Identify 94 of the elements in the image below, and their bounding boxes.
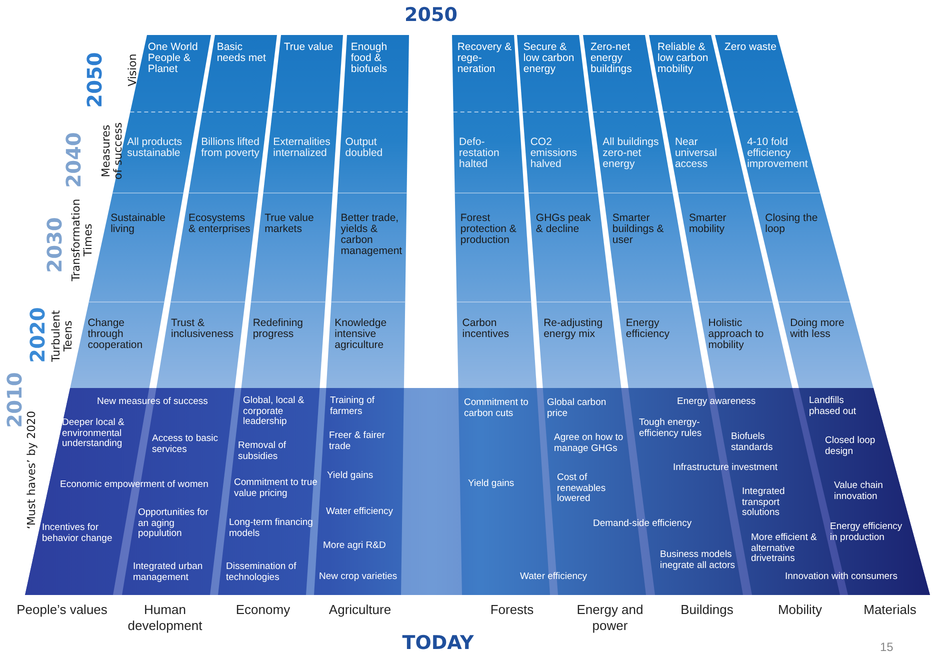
row-label: Vision	[127, 52, 139, 88]
must-have-text: Cost of renewables lowered	[557, 473, 607, 505]
category-label: Buildings	[680, 602, 734, 618]
cell-text: Redefining progress	[252, 318, 320, 340]
cell-text: Near universal access	[674, 137, 734, 170]
cell-text: All buildings zero-net energy	[602, 137, 662, 170]
year-label: 2020	[28, 307, 48, 363]
must-have-text: Business models inegrate all actors	[660, 550, 736, 572]
must-have-text: Integrated transport solutions	[742, 487, 786, 519]
cell-text: Enough food & biofuels	[350, 42, 406, 76]
cell-text: 4-10 fold efficiency improvement	[747, 137, 806, 170]
cell-text: Better trade, yields & carbon management	[340, 213, 404, 258]
must-have-text: Integrated urban management	[133, 562, 204, 584]
cell-text: Carbon incentives	[462, 318, 530, 340]
must-have-text: Freer & fairer trade	[329, 431, 386, 452]
year-label: 2030	[44, 217, 66, 273]
must-have-text: Training of farmers	[330, 396, 376, 418]
today-label: TODAY	[401, 632, 475, 654]
must-have-text: Agree on how to manage GHGs	[554, 433, 624, 454]
category-label: Forests	[489, 602, 535, 618]
must-have-text: Tough energy-efficiency rules	[639, 418, 703, 440]
cell-text: Zero waste	[724, 42, 780, 54]
year-label: 2050	[84, 52, 106, 108]
must-have-text: Commitment to true value pricing	[234, 478, 318, 500]
cell-text: True value markets	[264, 213, 328, 236]
cell-text: Trust & inclusiveness	[171, 318, 239, 340]
category-label: Economy	[234, 602, 292, 618]
row-label: Transformation Times	[70, 198, 94, 284]
category-label: Human development	[126, 602, 204, 634]
must-have-text: Incentives for behavior change	[42, 523, 114, 544]
must-have-text: Yield gains	[327, 471, 374, 482]
year-label: 2040	[64, 132, 84, 188]
must-have-text: Demand-side efficiency	[593, 519, 693, 530]
must-have-text: Closed loop design	[825, 436, 876, 458]
must-have-text: Water efficiency	[520, 572, 588, 583]
cell-text: GHGs peak & decline	[536, 213, 599, 236]
cell-text: Sustainable living	[110, 213, 175, 236]
cell-text: Reliable & low carbon mobility	[657, 42, 712, 76]
category-label: Materials	[862, 602, 918, 618]
must-have-text: New crop varieties	[319, 572, 398, 583]
cell-text: Doing more with less	[790, 318, 855, 340]
must-have-text: Energy efficiency in production	[830, 522, 904, 544]
cell-text: One World People & Planet	[148, 42, 205, 76]
cell-text: Knowledge intensive agriculture	[334, 318, 402, 352]
must-have-text: Long-term financing models	[229, 518, 314, 540]
cell-text: Change through cooperation	[88, 318, 156, 352]
must-have-text: Removal of subsidies	[238, 441, 288, 462]
cell-text: Output doubled	[345, 137, 404, 160]
cell-text: Re-adjusting energy mix	[544, 318, 612, 340]
cell-text: True value	[284, 42, 339, 54]
category-label: Agriculture	[328, 602, 392, 618]
must-have-text: Infrastructure investment	[673, 463, 779, 474]
cell-text: Externalities internalized	[273, 137, 332, 160]
cell-text: Closing the loop	[765, 213, 826, 236]
must-have-text: Deeper local & environmental understanding	[62, 418, 126, 450]
must-have-text: Access to basic services	[152, 434, 219, 456]
cell-text: Billions lifted from poverty	[201, 137, 260, 160]
must-have-text: Biofuels standards	[731, 432, 774, 454]
title: 2050	[404, 4, 458, 26]
cell-text: Basic needs met	[216, 42, 272, 64]
must-have-text: Value chain innovation	[834, 481, 884, 502]
must-have-text: More agri R&D	[323, 541, 387, 552]
cell-text: Forest protection & production	[460, 213, 524, 246]
must-have-text: Water efficiency	[326, 507, 394, 518]
must-have-text: New measures of success	[97, 397, 209, 408]
category-label: People’s values	[16, 602, 108, 618]
year-label: 2010	[4, 372, 26, 428]
row-label: ‘Must haves’ by 2020	[26, 410, 38, 532]
cell-text: Smarter mobility	[688, 213, 752, 236]
row-label: Turbulent Teens	[50, 309, 74, 364]
must-have-text: Innovation with consumers	[785, 572, 898, 583]
category-label: Mobility	[776, 602, 824, 618]
cell-text: All products sustainable	[127, 137, 188, 160]
cell-text: Defo-restation halted	[459, 137, 518, 170]
cell-text: Secure & low carbon energy	[523, 42, 578, 76]
cell-text: CO2 emissions halved	[530, 137, 590, 170]
must-have-text: Landfills phased out	[809, 396, 858, 418]
cell-text: Energy efficiency	[626, 318, 694, 340]
cell-text: Ecosystems & enterprises	[188, 213, 252, 236]
must-have-text: Commitment to carbon cuts	[464, 398, 530, 420]
cell-text: Smarter buildings & user	[612, 213, 676, 246]
cell-text: Zero-net energy buildings	[590, 42, 646, 76]
category-label: Energy and power	[576, 602, 644, 634]
must-have-text: Dissemination of technologies	[226, 562, 298, 584]
must-have-text: Global carbon price	[547, 398, 608, 420]
row-label: Measures of success	[100, 121, 124, 182]
must-have-text: Global, local & corporate leadership	[243, 396, 306, 428]
cell-text: Holistic approach to mobility	[708, 318, 776, 352]
must-have-text: Economic empowerment of women	[60, 480, 210, 491]
must-have-text: Opportunities for an aging populution	[138, 508, 210, 540]
must-have-text: Yield gains	[468, 479, 516, 490]
must-have-text: Energy awareness	[677, 397, 757, 408]
page-number: 15	[880, 640, 894, 654]
cell-text: Recovery & rege-neration	[457, 42, 512, 76]
